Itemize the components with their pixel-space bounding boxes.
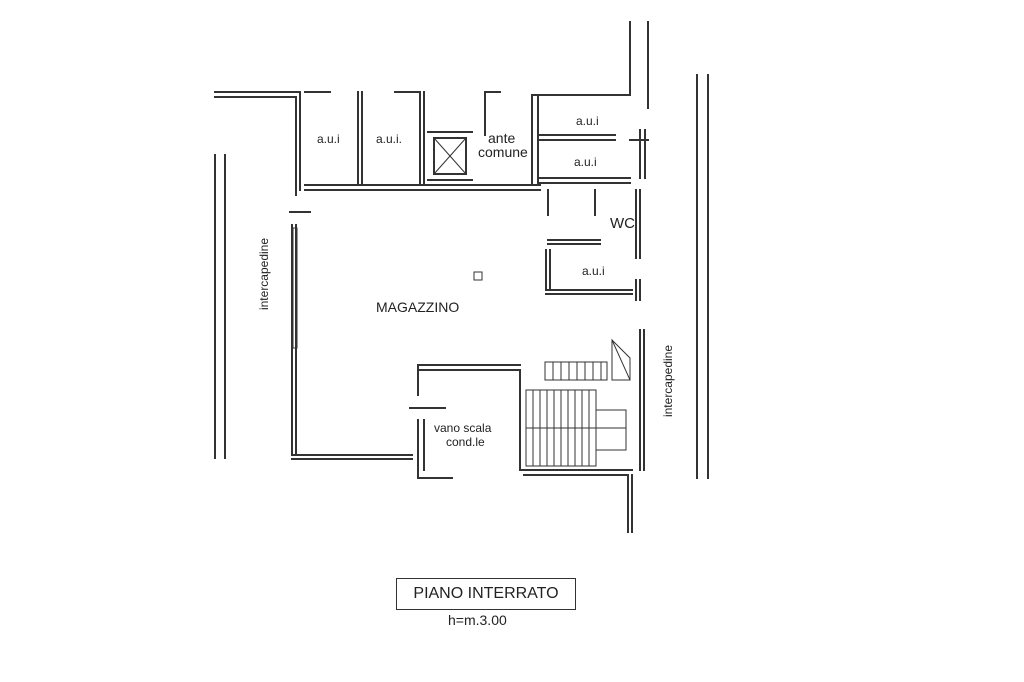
room-label-aui-2: a.u.i.: [376, 132, 403, 146]
room-label-vano-scala: vano scala: [434, 421, 492, 435]
room-label-ante: ante: [488, 130, 516, 146]
pillar: [473, 271, 483, 281]
room-label-aui-3: a.u.i: [576, 114, 599, 128]
room-label-comune: comune: [478, 144, 528, 160]
room-label-aui-5: a.u.i: [582, 264, 605, 278]
upper-room-walls: [304, 91, 541, 191]
outer-walls: [214, 21, 709, 479]
stair-treads: [525, 338, 631, 467]
stairwell-walls: [409, 329, 645, 533]
plan-height-label: h=m.3.00: [448, 612, 507, 628]
right-room-walls: [531, 94, 649, 301]
room-label-aui-1: a.u.i: [317, 132, 340, 146]
room-label-aui-4: a.u.i: [574, 155, 597, 169]
room-label-magazzino: MAGAZZINO: [376, 299, 460, 315]
room-label-condle: cond.le: [446, 435, 485, 449]
intercapedine-right-label: intercapedine: [661, 344, 676, 418]
room-label-wc: WC: [610, 215, 635, 232]
intercapedine-left-label: intercapedine: [257, 237, 272, 311]
magazzino-walls: [289, 211, 413, 460]
plan-title: PIANO INTERRATO: [396, 578, 576, 610]
